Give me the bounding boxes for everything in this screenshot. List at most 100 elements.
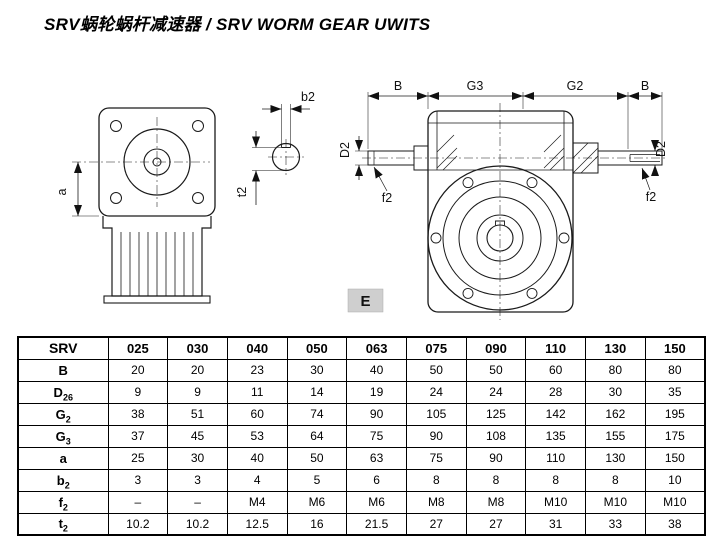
dim-label-G3: G3 — [467, 79, 484, 93]
dim-value: 50 — [465, 358, 527, 382]
dim-value: 9 — [107, 380, 169, 404]
dim-value: 110 — [525, 446, 586, 470]
table-header-model: SRV — [17, 336, 109, 360]
dim-value: 33 — [585, 512, 646, 536]
dim-value: 11 — [226, 380, 288, 404]
dim-value: 125 — [465, 402, 527, 426]
table-header-size-090: 090 — [465, 336, 527, 360]
dim-value: 6 — [346, 468, 407, 492]
dim-value: 45 — [167, 424, 228, 448]
table-header-size-025: 025 — [107, 336, 169, 360]
dim-value: 24 — [465, 380, 527, 404]
dim-value: 27 — [465, 512, 527, 536]
dim-value: 38 — [644, 512, 706, 536]
dim-value: 10.2 — [167, 512, 228, 536]
dim-value: M10 — [644, 490, 706, 514]
dim-value: 21.5 — [346, 512, 407, 536]
table-header-size-063: 063 — [346, 336, 407, 360]
dim-value: 155 — [585, 424, 646, 448]
dim-label-t2: t2 — [235, 187, 249, 197]
page-title: SRV蜗轮蜗杆减速器 / SRV WORM GEAR UWITS — [44, 15, 431, 34]
dim-label-D2-right: D2 — [654, 141, 668, 157]
dim-value: 35 — [644, 380, 706, 404]
dim-value: 8 — [405, 468, 467, 492]
dim-value: 80 — [644, 358, 706, 382]
dim-value: 40 — [346, 358, 407, 382]
dim-value: 105 — [405, 402, 467, 426]
row-label: B — [17, 358, 109, 382]
dim-value: 20 — [107, 358, 169, 382]
dim-label-f2-right: f2 — [646, 190, 656, 204]
dim-value: 38 — [107, 402, 169, 426]
dim-label-B-left: B — [394, 79, 402, 93]
dim-value: 8 — [465, 468, 527, 492]
dim-value: 19 — [346, 380, 407, 404]
dim-value: 9 — [167, 380, 228, 404]
dim-value: 27 — [405, 512, 467, 536]
dim-value: 14 — [286, 380, 348, 404]
row-label: b2 — [17, 468, 109, 492]
dim-value: M4 — [226, 490, 288, 514]
dim-value: M10 — [525, 490, 586, 514]
dim-value: 195 — [644, 402, 706, 426]
row-label: t2 — [17, 512, 109, 536]
row-label: a — [17, 446, 109, 470]
dim-label-a: a — [55, 188, 69, 195]
dim-value: 10.2 — [107, 512, 169, 536]
dim-value: – — [107, 490, 169, 514]
dim-value: 108 — [465, 424, 527, 448]
dim-value: 74 — [286, 402, 348, 426]
dim-value: 5 — [286, 468, 348, 492]
dim-value: 30 — [585, 380, 646, 404]
technical-drawing: a b2 t2 — [55, 79, 668, 320]
table-header-size-040: 040 — [226, 336, 288, 360]
dim-value: 60 — [525, 358, 586, 382]
dim-value: 50 — [405, 358, 467, 382]
table-header-size-075: 075 — [405, 336, 467, 360]
dim-value: 3 — [167, 468, 228, 492]
dim-value: 31 — [525, 512, 586, 536]
dim-value: 60 — [226, 402, 288, 426]
dim-value: 75 — [405, 446, 467, 470]
dim-value: 10 — [644, 468, 706, 492]
dim-value: 23 — [226, 358, 288, 382]
row-label: G3 — [17, 424, 109, 448]
dim-value: M8 — [465, 490, 527, 514]
table-header-size-130: 130 — [585, 336, 646, 360]
dim-label-D2-left: D2 — [338, 142, 352, 158]
side-view — [355, 92, 668, 320]
row-label: f2 — [17, 490, 109, 514]
dim-value: 20 — [167, 358, 228, 382]
dim-value: 8 — [525, 468, 586, 492]
dim-value: 25 — [107, 446, 169, 470]
table-header-size-050: 050 — [286, 336, 348, 360]
view-label-E: E — [360, 293, 370, 310]
dim-value: 90 — [346, 402, 407, 426]
dim-value: 130 — [585, 446, 646, 470]
dim-value: 63 — [346, 446, 407, 470]
dim-value: 53 — [226, 424, 288, 448]
dim-value: M6 — [346, 490, 407, 514]
table-header-size-110: 110 — [525, 336, 586, 360]
dim-value: 4 — [226, 468, 288, 492]
dim-value: 50 — [286, 446, 348, 470]
dim-value: 80 — [585, 358, 646, 382]
dim-value: 28 — [525, 380, 586, 404]
dim-value: 16 — [286, 512, 348, 536]
dim-value: 162 — [585, 402, 646, 426]
front-view — [72, 107, 216, 304]
dim-value: 75 — [346, 424, 407, 448]
table-header-size-030: 030 — [167, 336, 228, 360]
row-label: D26 — [17, 380, 109, 404]
dim-value: 37 — [107, 424, 169, 448]
